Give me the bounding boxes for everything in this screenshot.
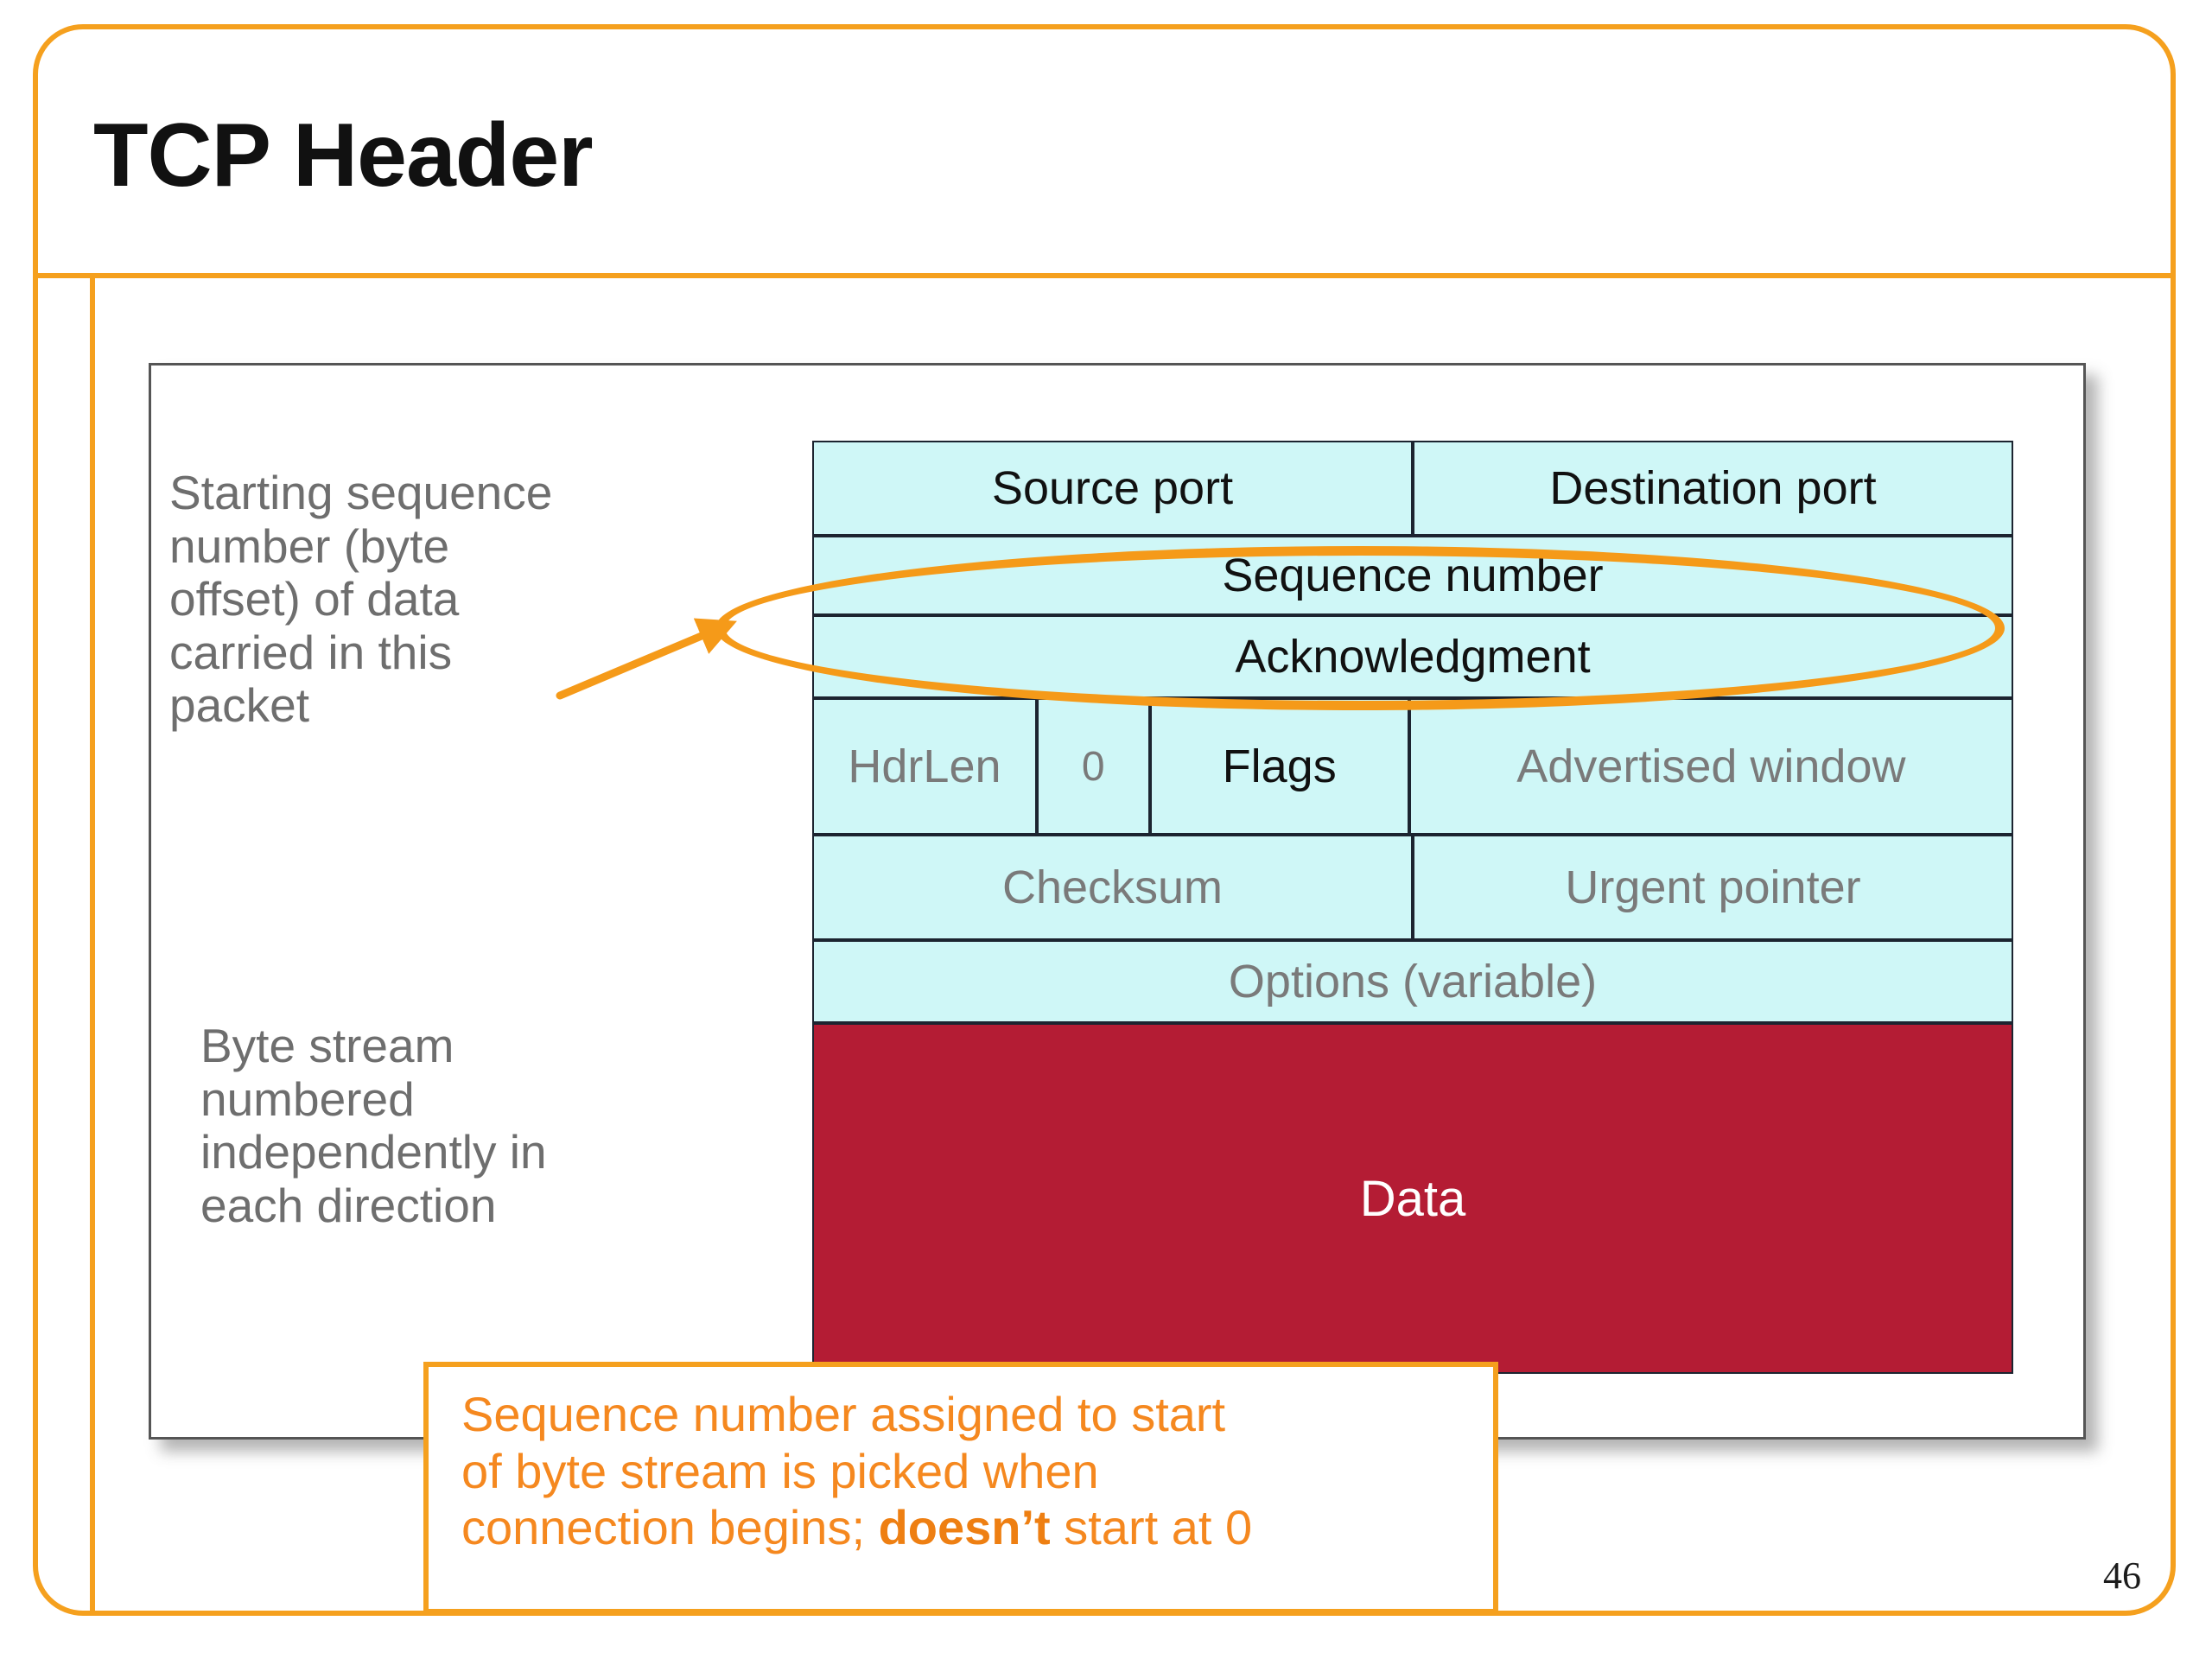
field-acknowledgment: Acknowledgment xyxy=(812,615,2013,698)
callout-line-3-suffix: start at 0 xyxy=(1050,1500,1253,1555)
field-data: Data xyxy=(812,1023,2013,1374)
field-advertised-window: Advertised window xyxy=(1408,698,2013,835)
field-urgent-pointer: Urgent pointer xyxy=(1413,835,2013,940)
field-reserved-zero: 0 xyxy=(1036,698,1150,835)
table-row-flags: HdrLen 0 Flags Advertised window xyxy=(812,698,2013,835)
field-sequence-number: Sequence number xyxy=(812,536,2013,615)
table-row-checksum: Checksum Urgent pointer xyxy=(812,835,2013,940)
table-row-sequence: Sequence number xyxy=(812,536,2013,615)
callout-line-3-prefix: connection begins; xyxy=(461,1500,879,1555)
field-options: Options (variable) xyxy=(812,940,2013,1023)
table-row-data: Data xyxy=(812,1023,2013,1374)
table-row-ports: Source port Destination port xyxy=(812,441,2013,536)
title-divider-rule xyxy=(38,273,2176,278)
field-source-port: Source port xyxy=(812,441,1413,536)
body-left-rule xyxy=(90,275,95,1616)
table-row-acknowledgment: Acknowledgment xyxy=(812,615,2013,698)
field-flags: Flags xyxy=(1149,698,1409,835)
callout-emphasis-doesnt: doesn’t xyxy=(878,1500,1051,1555)
callout-line-1: Sequence number assigned to start xyxy=(461,1387,1226,1441)
callout-line-2: of byte stream is picked when xyxy=(461,1443,1099,1498)
note-starting-sequence-number: Starting sequence number (byte offset) o… xyxy=(169,466,553,733)
pointer-arrow-icon xyxy=(556,618,737,700)
tcp-header-diagram: Source port Destination port Sequence nu… xyxy=(812,441,2013,1460)
callout-sequence-number-note: Sequence number assigned to start of byt… xyxy=(423,1362,1498,1614)
field-checksum: Checksum xyxy=(812,835,1413,940)
table-row-options: Options (variable) xyxy=(812,940,2013,1023)
note-byte-stream-numbering: Byte stream numbered independently in ea… xyxy=(200,1019,547,1232)
page-number: 46 xyxy=(2103,1554,2141,1597)
field-hdrlen: HdrLen xyxy=(812,698,1037,835)
page-title: TCP Header xyxy=(93,105,594,206)
field-destination-port: Destination port xyxy=(1413,441,2013,536)
